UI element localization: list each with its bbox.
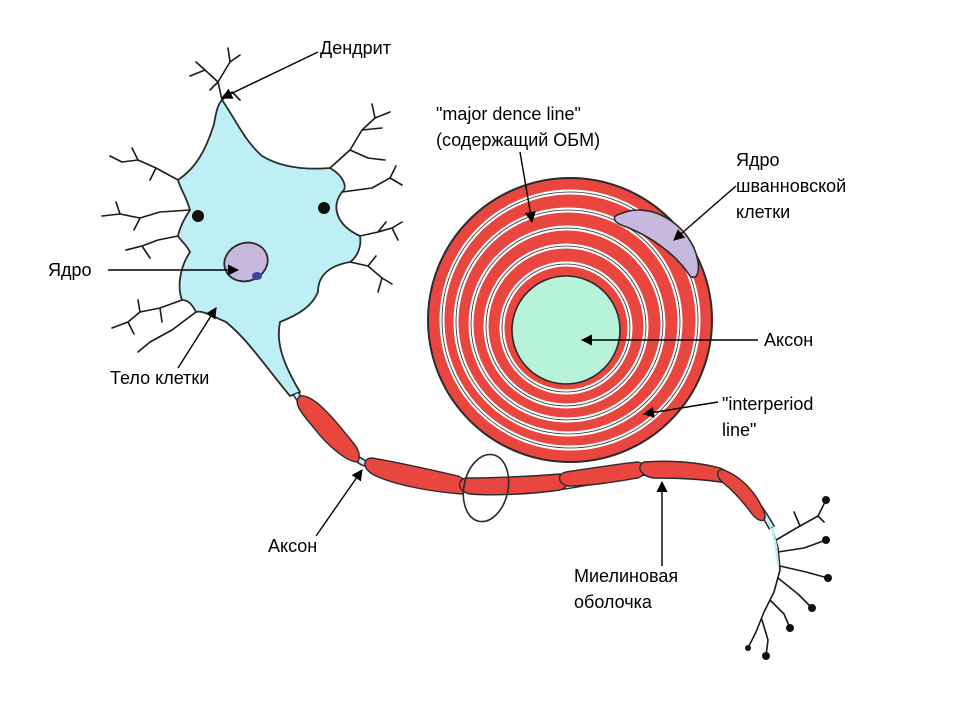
body-spot-left — [192, 210, 204, 222]
axon-cross-core — [511, 275, 621, 385]
label-interperiod-2: line" — [722, 420, 756, 440]
label-axon-right: Аксон — [764, 330, 813, 350]
label-schwann-2: шванновской — [736, 176, 846, 196]
myelin-segments — [296, 395, 766, 522]
label-dendrite: Дендрит — [320, 38, 391, 58]
label-schwann-3: клетки — [736, 202, 790, 222]
cross-section-marker — [462, 453, 510, 523]
pointers — [108, 51, 758, 566]
label-myelin-1: Миелиновая — [574, 566, 678, 586]
myelin-cross-section — [427, 177, 713, 463]
nucleolus — [252, 272, 262, 280]
label-nucleus: Ядро — [48, 260, 92, 280]
label-cell-body: Тело клетки — [110, 368, 209, 388]
terminal-core — [770, 527, 780, 567]
schwann-nucleus — [613, 209, 700, 279]
label-major-dense-line-2: (содержащий ОБМ) — [436, 130, 600, 150]
cell-body — [176, 98, 362, 398]
label-schwann-1: Ядро — [736, 150, 780, 170]
label-axon-left: Аксон — [268, 536, 317, 556]
axon-terminals — [745, 496, 832, 660]
label-major-dense-line-1: "major dence line" — [436, 104, 581, 124]
dendrites — [101, 47, 403, 353]
body-spot-right — [318, 202, 330, 214]
label-myelin-2: оболочка — [574, 592, 653, 612]
label-interperiod-1: "interperiod — [722, 394, 813, 414]
